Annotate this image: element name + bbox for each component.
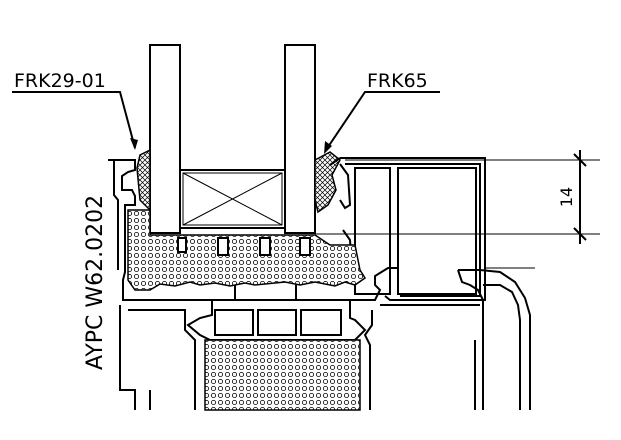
spacer-cross-2 [182, 172, 283, 226]
frame-profile [119, 304, 480, 410]
glass-spacer-inner [182, 172, 283, 226]
leader-frk29-01-arrow [130, 138, 138, 150]
leader-frk65-arrow [324, 141, 332, 154]
label-frk65: FRK65 [367, 70, 428, 92]
leader-frk65 [325, 91, 440, 151]
dimension-label: 14 [557, 187, 576, 207]
glass-pane-right [284, 44, 316, 234]
label-profile-code: AYPC W62.0202 [83, 195, 108, 370]
thermal-break [186, 285, 367, 341]
leaders [12, 91, 440, 154]
glass-spacer [179, 169, 286, 229]
leader-frk29-01 [12, 91, 136, 149]
bead-teeth [177, 237, 311, 256]
gasket-frk29-01 [136, 148, 151, 212]
dimension-14: 14 [315, 150, 600, 244]
foam-fill-lower [204, 339, 361, 411]
gasket-frk65 [314, 151, 341, 214]
glass-pane-left [149, 44, 181, 234]
label-frk29-01: FRK29-01 [14, 70, 106, 92]
glass-unit [149, 44, 316, 234]
outer-frame [457, 267, 535, 410]
foam-fill-upper [127, 209, 367, 291]
